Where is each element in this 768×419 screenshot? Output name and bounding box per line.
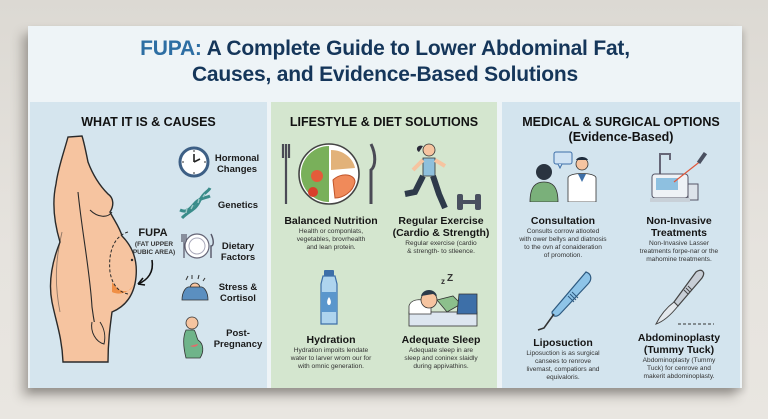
- stressed-person-icon: [178, 274, 210, 306]
- title-line-2: Causes, and Evidence-Based Solutions: [191, 63, 579, 86]
- section-causes: WHAT IT IS & CAUSES FUPA (FAT UPPER PUBI…: [30, 102, 267, 388]
- card-title-consultation: Consultation: [530, 215, 596, 227]
- card-title-nutrition: Balanced Nutrition: [284, 215, 378, 227]
- svg-text:Z: Z: [447, 274, 453, 284]
- pregnant-woman-icon: [180, 316, 206, 360]
- runner-icon: [401, 142, 485, 214]
- cause-label-post-pregnancy: Post-Pregnancy: [213, 328, 263, 350]
- card-desc-nutrition: Health or componlats,vegetables, brovrhe…: [296, 228, 366, 251]
- section-lifestyle: LIFESTYLE & DIET SOLUTIONS Balanced Nutr…: [271, 102, 497, 388]
- card-title-hydration: Hydration: [306, 334, 356, 346]
- section-heading: WHAT IT IS & CAUSES: [81, 115, 216, 129]
- card-title-exercise: Regular Exercise(Cardio & Strength): [392, 215, 490, 239]
- card-title-abdominoplasty: Abdominoplasty(Tummy Tuck): [637, 332, 721, 356]
- section-heading: MEDICAL & SURGICAL OPTIONS(Evidence-Base…: [522, 115, 720, 144]
- title-line-1: FUPA: A Complete Guide to Lower Abdomina…: [140, 37, 630, 60]
- plate-icon: [180, 232, 214, 260]
- svg-text:z: z: [441, 277, 445, 286]
- card-title-liposuction: Liposuction: [533, 337, 593, 349]
- laser-machine-icon: [648, 150, 718, 204]
- card-title-sleep: Adequate Sleep: [401, 334, 481, 346]
- dna-icon: [178, 186, 212, 222]
- infographic-poster: FUPA: A Complete Guide to Lower Abdomina…: [28, 26, 742, 388]
- clock-icon: [178, 146, 210, 178]
- card-desc-exercise: Regular exercise (cardio& strength- to s…: [405, 240, 477, 255]
- balanced-plate-icon: [281, 140, 377, 208]
- body-profile-icon: [38, 132, 158, 372]
- page-title: FUPA: A Complete Guide to Lower Abdomina…: [28, 36, 742, 88]
- cause-label-stress: Stress &Cortisol: [218, 282, 258, 304]
- title-accent: FUPA:: [140, 37, 202, 60]
- section-medical: MEDICAL & SURGICAL OPTIONS(Evidence-Base…: [502, 102, 740, 388]
- scalpel-icon: [652, 268, 722, 328]
- pointer-arrow-icon: [134, 258, 158, 288]
- water-bottle-icon: [317, 270, 341, 326]
- cannula-icon: [534, 270, 594, 334]
- fupa-sublabel: (FAT UPPER PUBIC AREA): [132, 241, 176, 256]
- section-heading: LIFESTYLE & DIET SOLUTIONS: [289, 115, 479, 129]
- doctor-consultation-icon: [528, 150, 604, 202]
- cause-label-genetics: Genetics: [217, 200, 259, 211]
- fupa-label: FUPA: [138, 227, 168, 239]
